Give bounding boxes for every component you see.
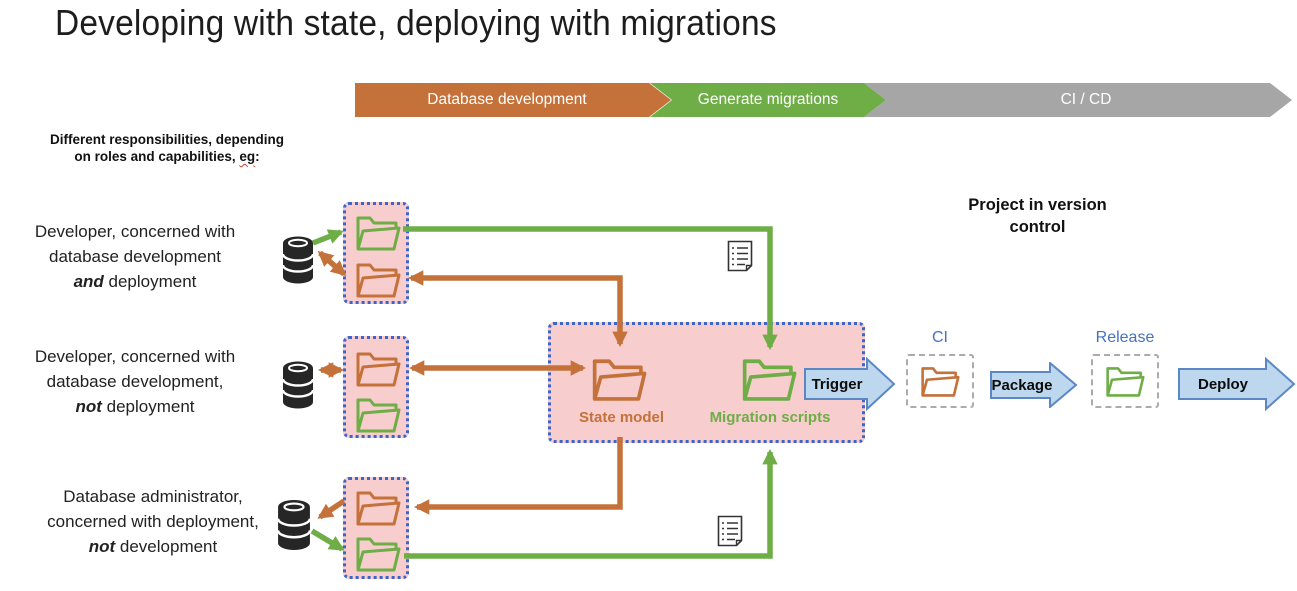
dba-working-folder-box (343, 477, 409, 579)
banner-stage-ci-cd: CI / CD (864, 83, 1292, 117)
database-icon (282, 236, 314, 284)
block-arrow-shape (804, 357, 896, 411)
database-icon (282, 361, 314, 409)
arrow-dba-state-to-db3 (317, 498, 346, 520)
folder-icon-state (356, 352, 401, 387)
role-line: Database administrator, (63, 487, 243, 506)
script-document-icon (717, 515, 743, 547)
role-line: Developer, concerned with (34, 347, 236, 366)
arrow-db1-to-migrations-folder (311, 229, 344, 246)
ci-label: CI (932, 329, 948, 346)
intro-colon: : (255, 149, 260, 164)
folder-icon-state (356, 491, 401, 526)
deploy-arrow: Deploy (1178, 357, 1296, 411)
role-emphasis: not (88, 537, 116, 556)
package-label: Package (991, 376, 1053, 394)
page-title: Developing with state, deploying with mi… (55, 2, 777, 43)
deploy-label: Deploy (1197, 375, 1248, 393)
arrow-db1-statemodel-sync (317, 250, 347, 277)
dev1-working-folder-box (343, 202, 409, 304)
role-line: Developer, concerned with (34, 222, 236, 241)
migration-scripts-folder-icon (742, 359, 797, 401)
role-line: concerned with deployment, (47, 512, 259, 531)
release-label: Release (1095, 329, 1155, 346)
arrow-db3-to-migrations-folder (310, 528, 345, 552)
folder-icon-migrations (356, 398, 401, 433)
intro-text: Different responsibilities, depending on… (12, 131, 322, 165)
trigger-arrow: Trigger (804, 357, 896, 411)
role-dba-deploy-not-dev: Database administrator, concerned with d… (8, 484, 298, 559)
folder-icon-migrations (356, 537, 401, 572)
trigger-label: Trigger (811, 375, 863, 393)
arrow-dba-migrations-to-vcs (404, 448, 778, 559)
folder-icon-migrations (356, 216, 401, 251)
block-arrow-shape (1178, 357, 1296, 411)
intro-line2: on roles and capabilities, (74, 149, 240, 164)
folder-icon-state (921, 366, 960, 397)
ci-artifact-box (906, 354, 974, 408)
role-line: database development (48, 247, 222, 266)
role-line-rest: development (115, 537, 218, 556)
vcs-line2: control (1009, 218, 1066, 236)
banner-stage-label: Generate migrations (697, 91, 839, 108)
banner-stage-generate-migrations: Generate migrations (650, 83, 886, 117)
dev2-working-folder-box (343, 336, 409, 438)
banner-stage-database-development: Database development (355, 83, 671, 117)
script-document-icon (727, 240, 753, 272)
role-developer-dev-not-deploy: Developer, concerned with database devel… (5, 344, 265, 419)
state-model-folder-icon (592, 359, 647, 401)
role-line: database development, (46, 372, 224, 391)
migration-scripts-label: Migration scripts (709, 409, 831, 426)
role-line: not deployment (5, 394, 265, 419)
package-arrow: Package (990, 362, 1078, 408)
vcs-line1: Project in version (968, 196, 1107, 214)
state-model-label: State model (578, 409, 665, 426)
folder-icon-state (356, 263, 401, 298)
database-icon (277, 500, 311, 550)
role-line: not development (8, 534, 298, 559)
role-developer-dev-and-deploy: Developer, concerned with database devel… (5, 219, 265, 294)
role-emphasis: and (73, 272, 104, 291)
role-emphasis: not (75, 397, 102, 416)
role-line-rest: deployment (101, 397, 195, 416)
role-line: and deployment (5, 269, 265, 294)
block-arrow-shape (990, 362, 1078, 408)
project-in-version-control-label: Project in version control (950, 194, 1125, 238)
arrow-vcs-state-to-dba-folder (413, 437, 623, 515)
folder-icon-migrations (1106, 366, 1145, 397)
banner-stage-label: Database development (427, 91, 587, 108)
role-line-rest: deployment (103, 272, 197, 291)
banner-stage-label: CI / CD (1060, 91, 1112, 108)
intro-line1: Different responsibilities, depending (49, 132, 285, 147)
release-artifact-box (1091, 354, 1159, 408)
intro-misspelled-word: eg (239, 149, 256, 164)
